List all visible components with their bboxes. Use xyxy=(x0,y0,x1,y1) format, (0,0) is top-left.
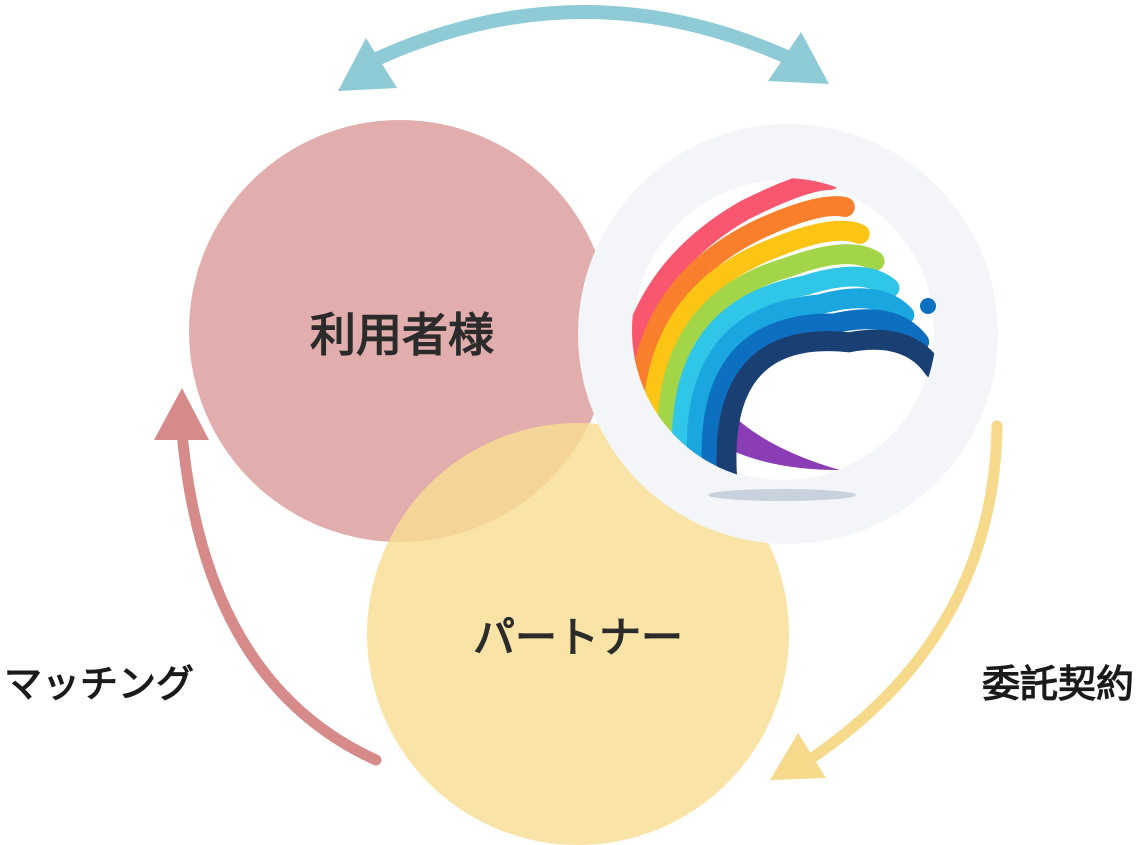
top-arrow-right-head xyxy=(768,32,829,84)
top-bidirectional-arrow xyxy=(338,5,829,91)
logo-band xyxy=(642,220,870,481)
matching-arrow xyxy=(154,388,382,766)
matching-arrow-curve xyxy=(175,414,382,766)
partner-circle xyxy=(367,423,789,845)
top-arrow-arc xyxy=(363,5,805,69)
logo-dot xyxy=(920,298,936,314)
matching-label: マッチング xyxy=(4,662,194,706)
contract-arrow-head xyxy=(770,733,826,780)
contract-label: 委託契約 xyxy=(982,662,1134,706)
logo-band xyxy=(686,288,915,482)
partner-label: パートナー xyxy=(473,613,683,662)
user-label: 利用者様 xyxy=(310,308,495,362)
company-node xyxy=(578,124,998,544)
contract-arrow xyxy=(770,420,1003,780)
logo-band xyxy=(701,309,930,482)
logo-band xyxy=(632,178,840,470)
contract-arrow-curve xyxy=(794,420,1003,772)
logo-band xyxy=(671,266,900,482)
top-arrow-left-head xyxy=(338,38,397,91)
logo-band xyxy=(657,244,885,482)
matching-arrow-head xyxy=(154,388,209,440)
logo-shadow xyxy=(708,489,856,501)
logo-band xyxy=(716,329,936,482)
